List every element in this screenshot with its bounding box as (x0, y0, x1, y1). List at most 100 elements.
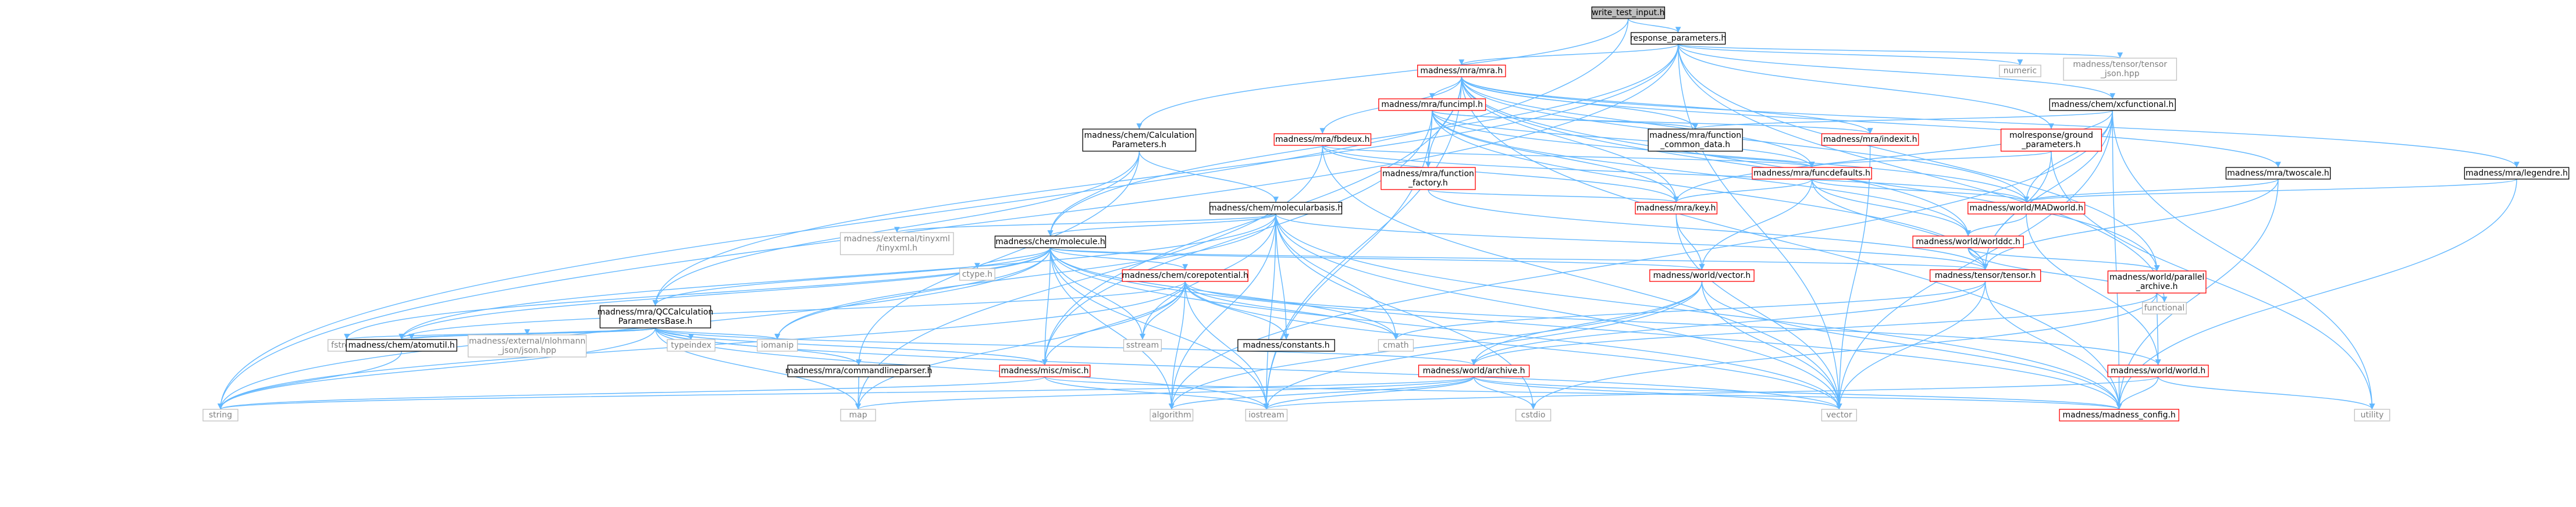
node-box (1380, 167, 1476, 190)
edge-response-parameters-to-tensor-json (1677, 44, 2123, 59)
edge-chem-corepotential-to-world-world (1184, 281, 2161, 366)
edge-chem-molecularbasis-to-chem-atomutil (399, 213, 1276, 340)
edge-chem-xcfunctional-to-mra-key (1673, 110, 2113, 203)
node-box (1378, 98, 1486, 111)
edge-chem-molecule-to-ctype (974, 247, 1051, 269)
edge-mra-qccalc-to-string (218, 327, 656, 410)
node-world-worlddc[interactable]: madness/world/worlddc.h (1912, 235, 2024, 248)
node-label: ParametersBase.h (618, 317, 693, 326)
node-mra-function-factory[interactable]: madness/mra/function_factory.h (1380, 167, 1476, 190)
edge-chem-molecule-to-string (218, 247, 1051, 410)
node-world-madworld[interactable]: madness/world/MADworld.h (1967, 202, 2086, 215)
edge-chem-corepotential-to-chem-constants (1184, 281, 1289, 340)
node-box (840, 409, 876, 422)
edge-response-parameters-to-mra-qccalc (652, 44, 1679, 306)
edge-chem-xcfunctional-to-utility (2112, 110, 2375, 410)
node-mra-legendre[interactable]: madness/mra/legendre.h (2464, 167, 2570, 180)
node-world-parallel-archive[interactable]: madness/world/parallel_archive.h (2107, 270, 2207, 294)
edge-mra-indexit-to-vector (1836, 145, 1871, 410)
edge-world-world-to-utility (2157, 376, 2375, 410)
edge-chem-corepotential-to-chem-atomutil (399, 281, 1186, 340)
edge-world-vector-to-iostream (1264, 281, 1703, 410)
node-mra-function-common[interactable]: madness/mra/function_common_data.h (1648, 128, 1743, 152)
edge-chem-calc-params-to-chem-molecule (1047, 151, 1140, 237)
edge-chem-molecule-to-tensor-tensor (1049, 247, 1988, 270)
edge-tensor-tensor-to-world-archive (1471, 281, 1986, 366)
edge-mra-mra-to-mra-key (1461, 76, 1680, 203)
edge-chem-molecularbasis-to-cmath (1275, 213, 1399, 340)
node-label: madness/mra/twoscale.h (2227, 169, 2329, 178)
node-mra-indexit[interactable]: madness/mra/indexit.h (1821, 133, 1919, 146)
node-label: madness/mra/mra.h (1420, 66, 1503, 76)
node-mra-fbdeux[interactable]: madness/mra/fbdeux.h (1273, 133, 1372, 146)
node-label: Parameters.h (1112, 140, 1166, 149)
edge-mra-legendre-to-world-madworld (2023, 178, 2517, 203)
node-mra-commandlineparser[interactable]: madness/mra/commandlineparser.h (785, 365, 933, 377)
node-box (2107, 365, 2209, 377)
edge-tensor-tensor-to-cmath (1393, 281, 1986, 340)
node-box (839, 232, 954, 255)
node-world-vector[interactable]: madness/world/vector.h (1649, 269, 1755, 282)
node-box (1648, 128, 1743, 152)
edge-world-madworld-to-world-world (2026, 213, 2161, 366)
edge-chem-molecule-to-algorithm (1049, 247, 1175, 410)
node-mra-funcimpl[interactable]: madness/mra/funcimpl.h (1378, 98, 1486, 111)
edge-chem-molecularbasis-to-chem-constants (1275, 213, 1289, 340)
edge-mra-funcimpl-to-misc-misc (1042, 110, 1433, 366)
edge-chem-molecularbasis-to-tensor-tensor (1275, 213, 1988, 270)
node-box (756, 339, 798, 352)
node-tensor-tensor[interactable]: madness/tensor/tensor.h (1929, 269, 2041, 282)
node-label: _json.hpp (2100, 69, 2140, 78)
node-box (1631, 32, 1726, 45)
edge-chem-molecularbasis-to-algorithm (1168, 213, 1276, 410)
edge-world-madworld-to-world-worlddc (1965, 213, 2027, 237)
node-sstream: sstream (1123, 339, 1162, 352)
node-label: madness/chem/corepotential.h (1122, 271, 1248, 280)
node-chem-constants[interactable]: madness/constants.h (1237, 339, 1335, 352)
node-madness-config[interactable]: madness/madness_config.h (2059, 409, 2179, 422)
node-ctype: ctype.h (959, 268, 995, 281)
node-mra-qccalc[interactable]: madness/mra/QCCalculationParametersBase.… (597, 305, 713, 329)
node-chem-atomutil[interactable]: madness/chem/atomutil.h (346, 339, 457, 352)
node-typeindex: typeindex (667, 339, 716, 352)
edge-world-archive-to-cstdio (1473, 376, 1536, 410)
node-utility: utility (2354, 409, 2390, 422)
node-box (1378, 339, 1414, 352)
node-mra-mra[interactable]: madness/mra/mra.h (1417, 65, 1506, 77)
node-box (2063, 58, 2177, 81)
node-box (1591, 6, 1666, 19)
edge-chem-molecule-to-cmath (1049, 247, 1399, 340)
node-misc-misc[interactable]: madness/misc/misc.h (999, 365, 1091, 377)
node-world-world[interactable]: madness/world/world.h (2107, 365, 2209, 377)
node-chem-corepotential[interactable]: madness/chem/corepotential.h (1122, 269, 1248, 282)
edge-response-parameters-to-vector (1677, 44, 1842, 410)
node-mra-funcdefaults[interactable]: madness/mra/funcdefaults.h (1752, 167, 1872, 180)
node-chem-xcfunctional[interactable]: madness/chem/xcfunctional.h (2049, 98, 2176, 111)
node-label: madness/external/tinyxml (844, 234, 950, 244)
node-response-parameters[interactable]: response_parameters.h (1630, 32, 1726, 45)
node-label: sstream (1126, 341, 1159, 350)
node-chem-molecularbasis[interactable]: madness/chem/molecularbasis.h (1209, 202, 1343, 215)
node-label: write_test_input.h (1592, 8, 1664, 17)
node-world-archive[interactable]: madness/world/archive.h (1418, 365, 1530, 377)
node-label: typeindex (671, 341, 711, 350)
edge-chem-molecularbasis-to-madness-config (1275, 213, 2122, 410)
edge-chem-calc-params-to-chem-molecularbasis (1138, 151, 1279, 203)
edge-world-world-to-madness-config (2116, 376, 2159, 410)
edge-mra-function-common-to-mra-funcdefaults (1695, 151, 1815, 168)
node-mra-twoscale[interactable]: madness/mra/twoscale.h (2225, 167, 2331, 180)
node-mra-key[interactable]: madness/mra/key.h (1635, 202, 1718, 215)
edge-response-parameters-to-world-parallel-archive (1677, 44, 2160, 272)
edge-world-vector-to-world-archive (1471, 281, 1703, 366)
edge-mra-mra-to-world-madworld (1461, 76, 2030, 203)
node-molresponse-ground[interactable]: molresponse/ground_parameters.h (2000, 128, 2102, 152)
node-string: string (202, 409, 239, 422)
edge-chem-molecule-to-iostream (1049, 247, 1269, 410)
node-box (599, 305, 711, 329)
node-write-test-input[interactable]: write_test_input.h (1591, 6, 1666, 19)
node-box (1123, 339, 1162, 352)
edge-chem-molecularbasis-to-iostream (1263, 213, 1276, 410)
edge-mra-mra-to-mra-twoscale (1461, 76, 2281, 168)
node-chem-molecule[interactable]: madness/chem/molecule.h (994, 235, 1106, 248)
